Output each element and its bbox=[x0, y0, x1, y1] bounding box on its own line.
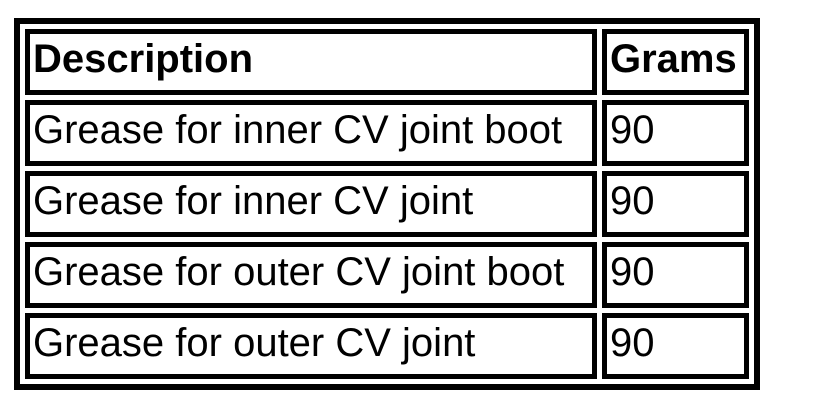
grease-capacity-table: Description Grams Grease for inner CV jo… bbox=[14, 18, 760, 390]
header-cell-grams: Grams bbox=[602, 29, 749, 95]
table-row: Grease for outer CV joint 90 bbox=[25, 313, 749, 379]
cell-grams: 90 bbox=[602, 100, 749, 166]
table-row: Grease for outer CV joint boot 90 bbox=[25, 242, 749, 308]
cell-grams: 90 bbox=[602, 242, 749, 308]
cell-grams: 90 bbox=[602, 171, 749, 237]
cell-description: Grease for outer CV joint boot bbox=[25, 242, 597, 308]
table-row: Grease for inner CV joint 90 bbox=[25, 171, 749, 237]
header-row: Description Grams bbox=[25, 29, 749, 95]
cell-description: Grease for outer CV joint bbox=[25, 313, 597, 379]
cell-description: Grease for inner CV joint boot bbox=[25, 100, 597, 166]
cell-grams: 90 bbox=[602, 313, 749, 379]
header-cell-description: Description bbox=[25, 29, 597, 95]
table-row: Grease for inner CV joint boot 90 bbox=[25, 100, 749, 166]
cell-description: Grease for inner CV joint bbox=[25, 171, 597, 237]
